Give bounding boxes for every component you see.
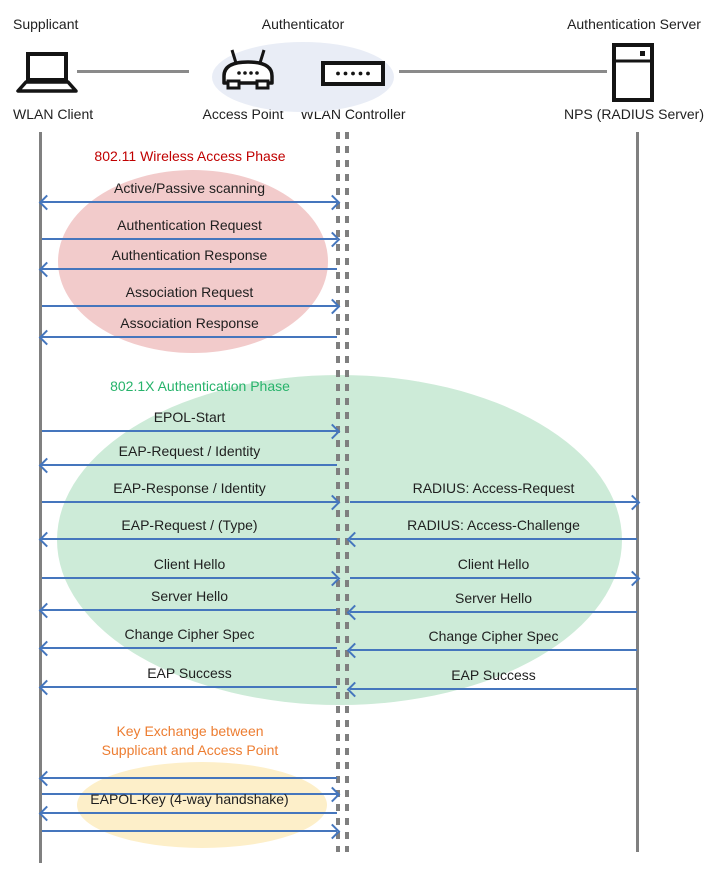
link-controller-server	[399, 70, 607, 73]
message-label: Client Hello	[153, 556, 226, 572]
message-label: RADIUS: Access-Challenge	[407, 517, 580, 533]
arrow-line	[350, 501, 637, 503]
arrow-line	[42, 686, 337, 688]
message-label: EAP Success	[451, 667, 536, 683]
message-label: Authentication Response	[111, 247, 268, 263]
arrow-line	[42, 464, 337, 466]
message-label: EAP-Request / (Type)	[121, 517, 258, 533]
lifeline-nps-server	[636, 132, 639, 852]
arrow-line	[42, 609, 337, 611]
arrow-line	[42, 812, 337, 814]
message-label: Active/Passive scanning	[114, 180, 265, 196]
arrow-line	[350, 538, 637, 540]
arrow-line	[42, 647, 337, 649]
wlan-controller-icon	[321, 61, 385, 86]
message-label: Client Hello	[457, 556, 530, 572]
arrow-line	[42, 201, 337, 203]
arrow-line	[350, 688, 637, 690]
server-icon	[612, 43, 654, 102]
phase-title-wireless-access: 802.11 Wireless Access Phase	[94, 148, 286, 164]
message-label: Authentication Request	[117, 217, 262, 233]
role-authentication-server: Authentication Server	[567, 16, 701, 32]
phase-title-key-exchange: Key Exchange between Supplicant and Acce…	[101, 723, 279, 758]
message-label: EAP Success	[147, 665, 232, 681]
message-label: EAPOL-Key (4-way handshake)	[90, 791, 289, 807]
arrow-line	[42, 577, 337, 579]
arrow-line	[42, 793, 337, 795]
message-label: Server Hello	[150, 588, 229, 604]
arrow-line	[42, 268, 337, 270]
lifeline-wlan-controller-right	[345, 132, 349, 852]
device-access-point: Access Point	[202, 106, 284, 122]
access-point-icon	[222, 49, 274, 90]
arrow-line	[350, 577, 637, 579]
message-label: Change Cipher Spec	[124, 626, 255, 642]
laptop-icon	[16, 52, 78, 93]
wireless-access-phase-ellipse	[58, 170, 328, 353]
message-label: RADIUS: Access-Request	[412, 480, 575, 496]
lifeline-wlan-controller-left	[336, 132, 340, 852]
arrow-line	[350, 611, 637, 613]
message-label: EAP-Request / Identity	[118, 443, 261, 459]
arrow-line	[350, 649, 637, 651]
message-label: EAP-Response / Identity	[113, 480, 266, 496]
arrow-line	[42, 238, 337, 240]
arrow-line	[42, 501, 337, 503]
key-exchange-phase-ellipse	[77, 762, 327, 848]
message-label: Change Cipher Spec	[428, 628, 559, 644]
device-wlan-client: WLAN Client	[13, 106, 94, 122]
lifeline-wlan-client	[39, 132, 42, 863]
arrow-line	[42, 777, 337, 779]
message-label: Association Response	[120, 315, 259, 331]
device-nps-radius-server: NPS (RADIUS Server)	[563, 106, 705, 122]
message-label: Server Hello	[454, 590, 533, 606]
arrow-line	[42, 305, 337, 307]
link-client-ap	[77, 70, 189, 73]
message-label: EPOL-Start	[153, 409, 226, 425]
arrow-line	[42, 830, 337, 832]
role-authenticator: Authenticator	[261, 16, 345, 32]
arrow-line	[42, 538, 337, 540]
arrow-line	[42, 336, 337, 338]
message-label: Association Request	[125, 284, 254, 300]
phase-title-authentication: 802.1X Authentication Phase	[110, 378, 290, 394]
role-supplicant: Supplicant	[13, 16, 79, 32]
arrow-line	[42, 430, 337, 432]
